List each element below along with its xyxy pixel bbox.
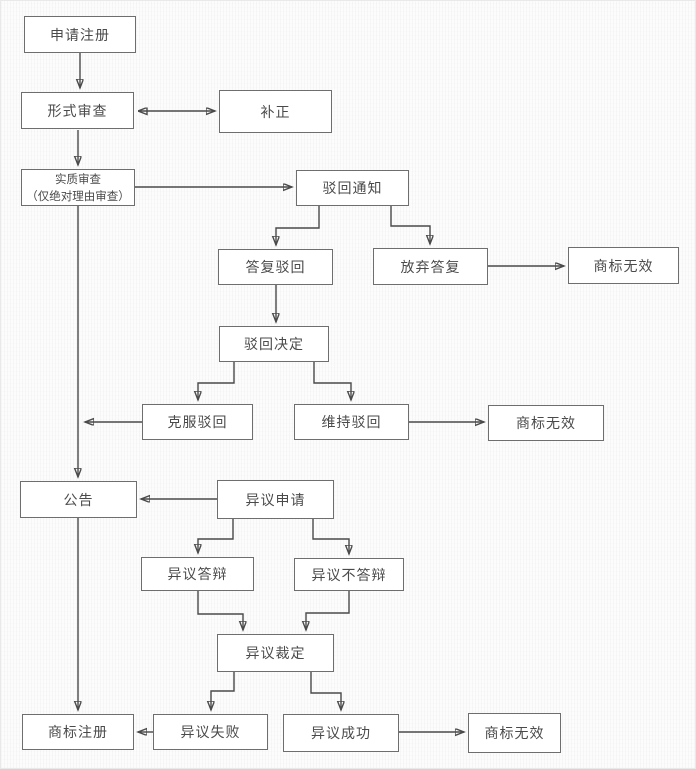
node-label: 放弃答复 — [400, 259, 461, 276]
node-label: 实质审查 — [55, 171, 101, 186]
node-label: 异议不答辩 — [311, 567, 387, 584]
node-label: 异议失败 — [180, 725, 241, 741]
node-substantive-examination: 实质审查 （仅绝对理由审查） — [21, 169, 135, 206]
node-label: 克服驳回 — [167, 415, 228, 431]
node-rejection-notice: 驳回通知 — [296, 170, 409, 206]
node-label: 异议答辩 — [167, 567, 228, 583]
edge-decision-to-overcome — [198, 362, 235, 400]
node-apply-registration: 申请注册 — [24, 16, 136, 53]
node-trademark-invalid-mid: 商标无效 — [488, 405, 604, 441]
edge-notice-to-abandon — [390, 206, 430, 244]
node-label: 商标无效 — [593, 258, 654, 275]
node-label: 补正 — [260, 104, 291, 121]
edge-no-defense-to-ruling — [306, 591, 350, 630]
node-label: 异议申请 — [245, 492, 306, 509]
node-opposition-succeeded: 异议成功 — [283, 714, 399, 752]
node-label: 申请注册 — [50, 27, 110, 44]
node-label: 维持驳回 — [321, 415, 382, 431]
node-label: 答复驳回 — [245, 260, 306, 276]
node-label: 异议裁定 — [245, 646, 306, 662]
edge-decision-to-maintain — [313, 362, 351, 400]
node-label: 商标无效 — [516, 416, 576, 432]
node-opposition-defense: 异议答辩 — [141, 557, 254, 591]
node-label: 公告 — [63, 492, 94, 509]
connector-group — [78, 53, 564, 732]
node-opposition-ruling: 异议裁定 — [217, 634, 334, 672]
node-opposition-application: 异议申请 — [217, 480, 334, 519]
node-formal-examination: 形式审查 — [21, 92, 134, 129]
node-label: 形式审查 — [47, 103, 108, 120]
node-reply-to-rejection: 答复驳回 — [218, 249, 333, 285]
node-opposition-failed: 异议失败 — [153, 714, 268, 750]
edge-ruling-to-succeeded — [310, 672, 341, 710]
node-trademark-invalid-top: 商标无效 — [568, 247, 679, 284]
node-rejection-decision: 驳回决定 — [219, 326, 329, 362]
edge-opposition-to-defense — [198, 519, 234, 553]
node-announcement: 公告 — [20, 481, 137, 518]
node-label: 异议成功 — [311, 726, 371, 742]
node-abandon-reply: 放弃答复 — [373, 248, 488, 285]
edge-ruling-to-failed — [211, 672, 235, 710]
node-trademark-invalid-bottom: 商标无效 — [468, 713, 561, 753]
node-opposition-no-defense: 异议不答辩 — [294, 558, 404, 591]
node-label: 商标无效 — [484, 726, 545, 742]
edge-defense-to-ruling — [197, 591, 243, 630]
edge-opposition-to-no-defense — [312, 519, 349, 554]
node-maintain-rejection: 维持驳回 — [294, 404, 409, 440]
node-label: 驳回通知 — [322, 181, 383, 197]
node-overcome-rejection: 克服驳回 — [142, 404, 253, 440]
node-trademark-registered: 商标注册 — [22, 714, 134, 750]
edge-notice-to-reply — [276, 206, 320, 245]
node-label: 驳回决定 — [244, 337, 304, 353]
node-label: 商标注册 — [48, 725, 108, 741]
node-correction: 补正 — [219, 90, 332, 133]
node-sublabel: （仅绝对理由审查） — [26, 188, 130, 203]
